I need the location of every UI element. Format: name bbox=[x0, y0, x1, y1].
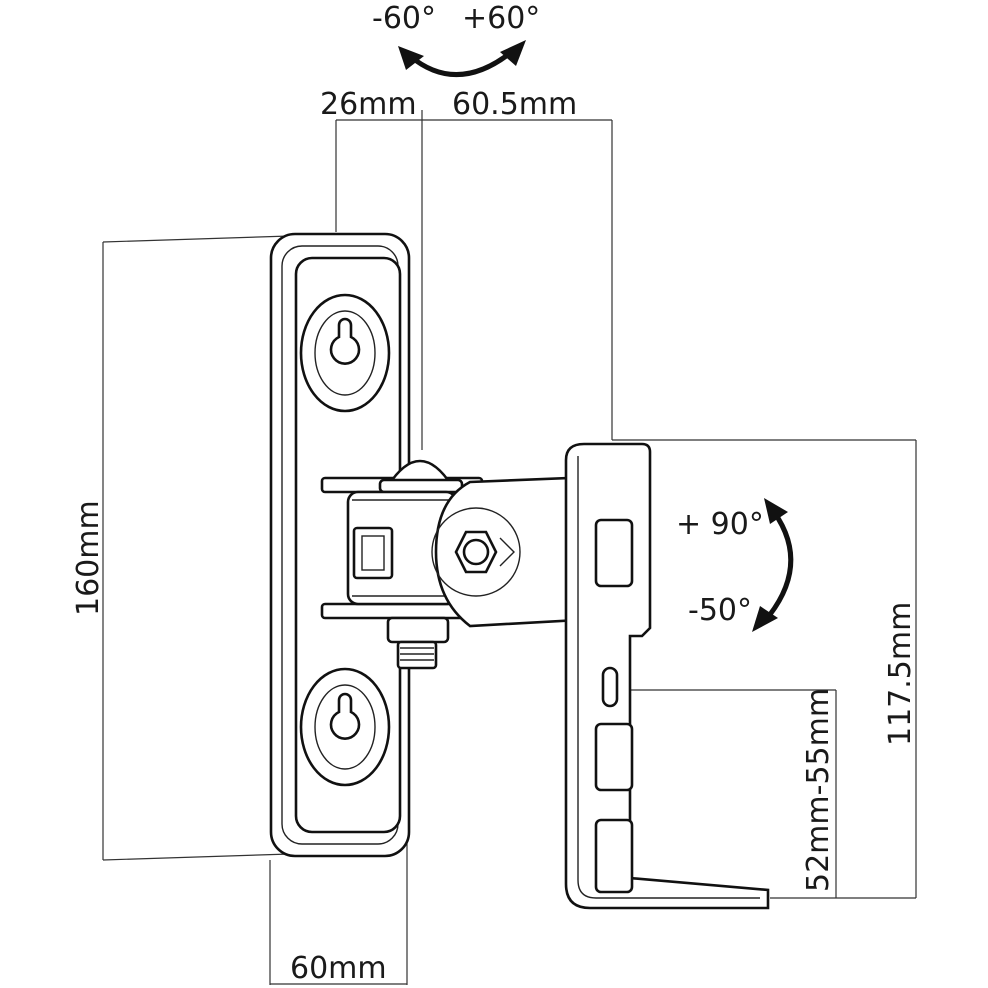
depth-b-label: 60.5mm bbox=[452, 87, 577, 122]
plate-width-label: 60mm bbox=[290, 951, 387, 986]
tilt-rotation-arrow-icon bbox=[752, 498, 794, 632]
hole-range-label: 52mm-55mm bbox=[801, 688, 836, 892]
bracket-slot bbox=[594, 818, 634, 894]
depth-a-label: 26mm bbox=[320, 87, 417, 122]
rotation-right-label: +60° bbox=[462, 1, 540, 36]
rotation-left-label: -60° bbox=[372, 1, 436, 36]
plate-height-label: 160mm bbox=[71, 500, 106, 616]
horizontal-rotation-arrow-icon bbox=[398, 40, 526, 77]
upper-keyhole bbox=[299, 293, 391, 413]
speaker-bracket bbox=[564, 442, 770, 910]
bracket-slot bbox=[594, 722, 634, 792]
bracket-hole bbox=[601, 666, 619, 708]
bracket-height-label: 117.5mm bbox=[883, 602, 918, 746]
swivel-hinge bbox=[320, 459, 484, 670]
lower-keyhole bbox=[299, 667, 391, 787]
tilt-down-label: -50° bbox=[688, 593, 752, 628]
bracket-slot bbox=[594, 518, 634, 588]
tilt-up-label: + 90° bbox=[676, 507, 764, 542]
dimension-lines bbox=[102, 110, 917, 985]
tilt-arm bbox=[431, 476, 580, 628]
hex-bolt-icon bbox=[454, 530, 515, 574]
